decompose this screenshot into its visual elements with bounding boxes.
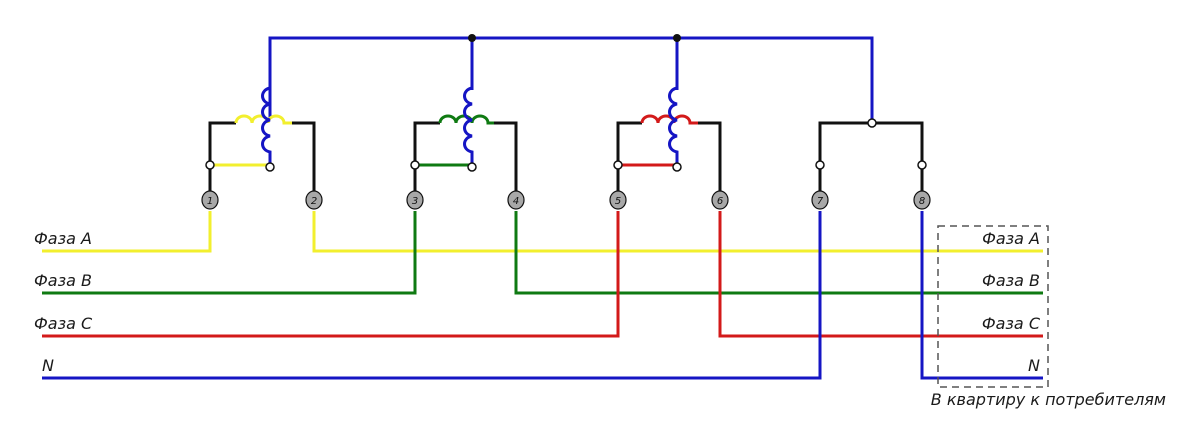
terminal-1: 1: [201, 190, 219, 210]
element-a-coil-contact: [265, 162, 275, 172]
terminal-4-number: 4: [513, 196, 519, 207]
neutral-incoming-wire: [42, 211, 822, 380]
terminal-4: 4: [507, 190, 525, 210]
terminal-8: 8: [913, 190, 931, 210]
voltage-coil-c-icon: [668, 86, 679, 164]
terminal-3-shape: [406, 190, 424, 210]
terminal-5-shape: [609, 190, 627, 210]
consumer-caption: В квартиру к потребителям: [931, 390, 1166, 409]
neutral-block-contact-left: [815, 160, 825, 170]
terminal-3-number: 3: [412, 196, 418, 207]
terminal-8-number: 8: [919, 196, 925, 207]
meter-element-a: [205, 86, 316, 193]
neutral-junction-1: [468, 34, 476, 42]
phase-c-incoming-wire: [42, 211, 620, 338]
terminal-2-number: 2: [311, 196, 317, 207]
neutral-block-contact-right: [917, 160, 927, 170]
voltage-coil-b-icon: [463, 86, 474, 164]
terminal-5-number: 5: [615, 196, 621, 207]
meter-neutral-block: [815, 118, 927, 193]
left-label-neutral: N: [42, 356, 54, 375]
terminal-1-number: 1: [207, 196, 213, 207]
element-b-coil-contact: [467, 162, 477, 172]
terminal-2: 2: [305, 190, 323, 210]
terminal-2-shape: [305, 190, 323, 210]
element-b-black-frame-right: [494, 121, 518, 193]
terminal-5: 5: [609, 190, 627, 210]
neutral-outgoing-wire: [920, 211, 1043, 380]
element-c-coil-contact: [672, 162, 682, 172]
terminal-6: 6: [711, 190, 729, 210]
phase-c-outgoing-wire: [718, 211, 1043, 338]
terminal-4-shape: [507, 190, 525, 210]
right-label-neutral: N: [1028, 356, 1040, 375]
element-c-black-frame-right: [698, 121, 722, 193]
phase-b-outgoing-wire: [514, 211, 1043, 295]
terminal-7-number: 7: [817, 196, 824, 207]
voltage-coil-a-icon: [261, 86, 272, 164]
neutral-block-junction: [867, 118, 877, 128]
consumer-output-box: [937, 225, 1049, 388]
neutral-junction-2: [673, 34, 681, 42]
phase-b-incoming-wire: [42, 211, 417, 295]
right-label-phase-c: Фаза C: [982, 314, 1041, 333]
element-a-contact: [205, 160, 215, 170]
meter-element-c: [613, 86, 722, 193]
left-label-phase-c: Фаза C: [34, 314, 93, 333]
left-label-phase-b: Фаза B: [34, 271, 92, 290]
phase-a-incoming-wire: [42, 211, 212, 253]
neutral-bus-top: [268, 36, 874, 123]
left-label-phase-a: Фаза A: [34, 229, 92, 248]
terminal-1-shape: [201, 190, 219, 210]
terminal-6-number: 6: [717, 196, 723, 207]
terminal-8-shape: [913, 190, 931, 210]
element-b-contact: [410, 160, 420, 170]
current-coil-a-icon: [234, 114, 292, 125]
element-a-black-frame: [208, 121, 236, 193]
right-label-phase-b: Фаза B: [982, 271, 1040, 290]
phase-a-outgoing-wire: [312, 211, 1043, 253]
element-c-contact: [613, 160, 623, 170]
element-a-black-frame-right: [292, 121, 316, 193]
element-c-black-frame: [616, 121, 642, 193]
meter-element-b: [410, 86, 518, 193]
current-coil-c-icon: [640, 114, 698, 125]
terminal-3: 3: [406, 190, 424, 210]
terminal-7: 7: [811, 190, 829, 210]
terminal-7-shape: [811, 190, 829, 210]
element-b-black-frame: [413, 121, 440, 193]
neutral-block-frame: [818, 121, 924, 193]
terminal-6-shape: [711, 190, 729, 210]
right-label-phase-a: Фаза A: [982, 229, 1040, 248]
